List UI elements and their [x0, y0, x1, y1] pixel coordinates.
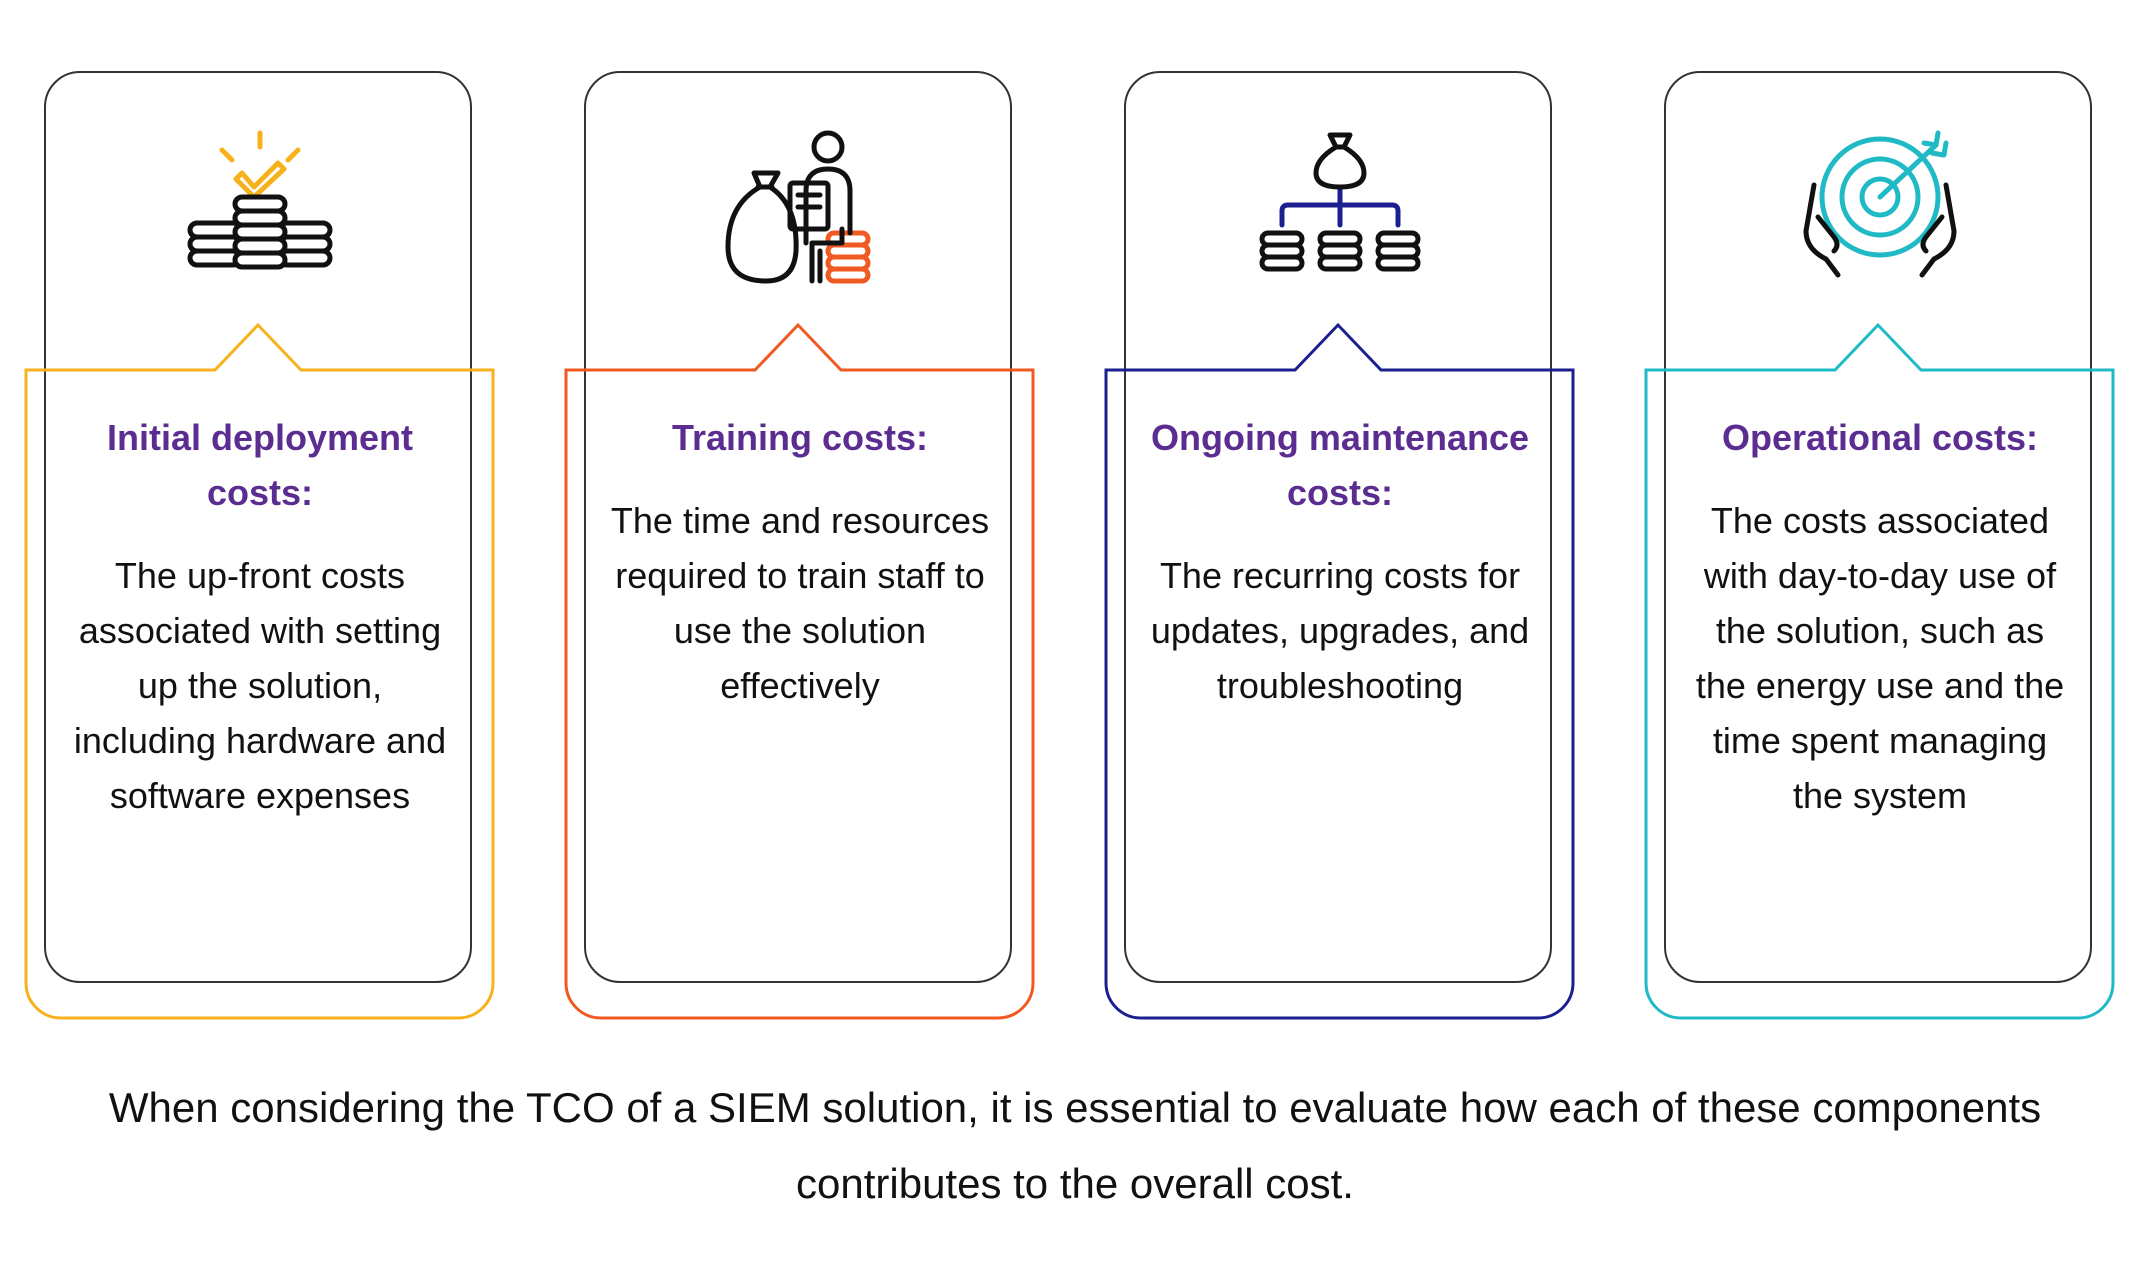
card-title: Operational costs:	[1721, 417, 2039, 458]
card-description: The costs associated with day-to-day use…	[1695, 500, 2065, 816]
card-frame	[564, 71, 1035, 1020]
card-ongoing-maintenance: Ongoing maintenance costs: The recurring…	[1104, 70, 1575, 1020]
card-title: Initial deployment costs:	[106, 417, 414, 513]
card-text: Ongoing maintenance costs: The recurring…	[1150, 410, 1530, 713]
card-description: The up-front costs associated with setti…	[73, 555, 447, 816]
card-title: Training costs:	[671, 417, 929, 458]
card-frame	[24, 71, 495, 1020]
summary-text: When considering the TCO of a SIEM solut…	[108, 1084, 2042, 1207]
card-text: Initial deployment costs: The up-front c…	[70, 410, 450, 823]
accent-outline	[1104, 322, 1575, 1020]
accent-outline	[24, 322, 495, 1020]
card-text: Operational costs: The costs associated …	[1690, 410, 2070, 823]
person-money-bag-icon	[725, 130, 871, 284]
card-training: Training costs: The time and resources r…	[564, 70, 1035, 1020]
money-bag-distribution-icon	[1259, 132, 1421, 272]
card-text: Training costs: The time and resources r…	[610, 410, 990, 713]
target-hands-icon	[1803, 130, 1957, 278]
card-description: The recurring costs for updates, upgrade…	[1150, 555, 1530, 706]
card-initial-deployment: Initial deployment costs: The up-front c…	[24, 70, 495, 1020]
accent-outline	[564, 322, 1035, 1020]
card-description: The time and resources required to train…	[610, 500, 990, 706]
card-frame	[1644, 71, 2115, 1020]
card-frame	[1104, 71, 1575, 1020]
card-operational: Operational costs: The costs associated …	[1644, 70, 2115, 1020]
accent-outline	[1644, 322, 2115, 1020]
card-title: Ongoing maintenance costs:	[1150, 417, 1530, 513]
coins-checkmark-icon	[187, 130, 333, 270]
